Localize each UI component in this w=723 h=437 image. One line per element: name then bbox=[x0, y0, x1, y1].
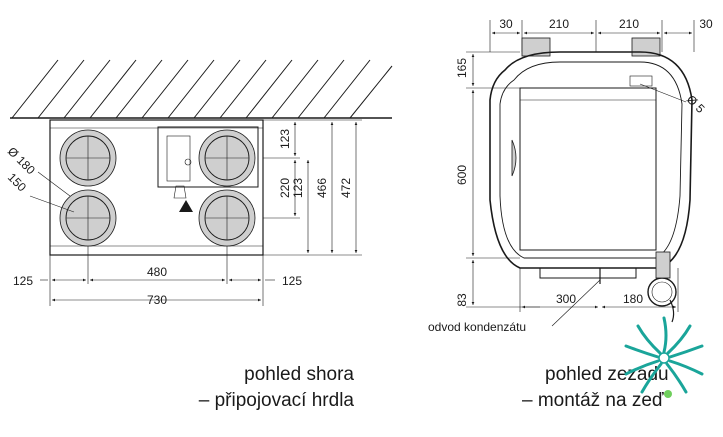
dim-180: 180 bbox=[623, 292, 643, 306]
caption-back-view-1: pohled zezadu bbox=[545, 364, 669, 385]
connector-top-left bbox=[59, 129, 117, 187]
dim-300: 300 bbox=[556, 292, 576, 306]
dim-30-left: 30 bbox=[499, 17, 513, 31]
dim-30-right: 30 bbox=[699, 17, 713, 31]
dim-83: 83 bbox=[455, 293, 469, 307]
dim-123-top: 123 bbox=[278, 129, 292, 149]
dim-210-b: 210 bbox=[619, 17, 639, 31]
connector-bottom-right bbox=[198, 189, 256, 247]
dim-472: 472 bbox=[339, 178, 353, 198]
warning-icon bbox=[179, 200, 193, 212]
unit-outline-back bbox=[489, 51, 693, 269]
dim-165: 165 bbox=[455, 58, 469, 78]
dim-600: 600 bbox=[455, 165, 469, 185]
control-panel bbox=[157, 126, 259, 188]
connector-bottom-left bbox=[59, 189, 117, 247]
caption-top-view-2: – připojovací hrdla bbox=[199, 390, 355, 411]
dim-diameter-5: Ø 5 bbox=[684, 92, 708, 116]
dim-123-mid: 123 bbox=[291, 178, 305, 198]
dim-210-a: 210 bbox=[549, 17, 569, 31]
wall-hatching bbox=[10, 59, 393, 119]
top-view: 123 220 123 466 472 Ø 180 150 125 480 12… bbox=[5, 59, 393, 411]
unit-outline-top bbox=[49, 119, 264, 256]
caption-top-view-1: pohled shora bbox=[244, 364, 354, 385]
dim-466: 466 bbox=[315, 178, 329, 198]
dim-730: 730 bbox=[147, 293, 167, 307]
connector-top-right bbox=[198, 129, 256, 187]
dim-125-right: 125 bbox=[282, 274, 302, 288]
dim-480: 480 bbox=[147, 265, 167, 279]
dim-220: 220 bbox=[278, 178, 292, 198]
condensate-label: odvod kondenzátu bbox=[428, 320, 526, 334]
dim-125-left: 125 bbox=[13, 274, 33, 288]
dim-diameter-180: Ø 180 bbox=[5, 144, 38, 177]
caption-back-view-2: – montáž na zeď bbox=[522, 390, 664, 411]
brand-logo-icon bbox=[624, 316, 704, 398]
condensate-hose bbox=[647, 251, 677, 323]
